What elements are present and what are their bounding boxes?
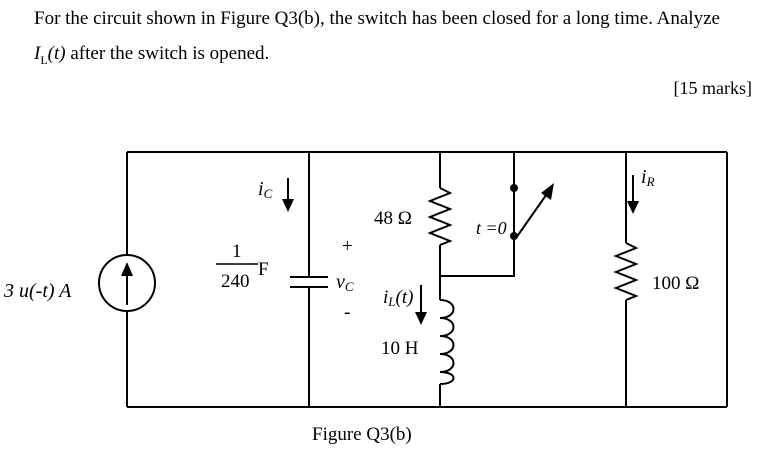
cap-numerator: 1 [232, 241, 242, 262]
r48-label: 48 Ω [374, 208, 412, 229]
cap-unit: F [258, 259, 269, 280]
marks-label: [15 marks] [673, 78, 752, 98]
switch-label: t =0 [476, 218, 507, 238]
switch-contact-top [510, 184, 518, 192]
switch-arrow-head [541, 183, 554, 200]
question-line-2-rest: after the switch is opened. [65, 43, 270, 64]
ic-arrow-head [282, 199, 294, 212]
source-label: 3 u(-t) A [3, 280, 72, 302]
r100-label: 100 Ω [652, 273, 699, 294]
switch-wire-bottom [440, 234, 515, 277]
il-subscript: L [40, 52, 48, 67]
question-line-2: IL(t) after the switch is opened. [34, 43, 269, 68]
il-label: iL(t) [383, 287, 413, 309]
inductor-coil [439, 299, 455, 385]
vc-minus: - [344, 302, 350, 323]
vc-plus: + [342, 236, 353, 257]
il-variable: I [34, 43, 41, 64]
il-argument: (t) [47, 43, 66, 64]
figure-caption: Figure Q3(b) [312, 424, 412, 445]
switch-arrow-shaft [515, 187, 552, 239]
question-line-1: For the circuit shown in Figure Q3(b), t… [34, 8, 720, 29]
il-arrow-head [415, 312, 427, 325]
ir-arrow-head [627, 201, 639, 214]
resistor-100 [613, 242, 639, 301]
source-arrow-head [121, 262, 133, 276]
cap-denominator: 240 [221, 271, 250, 292]
inductor-label: 10 H [381, 338, 419, 359]
ic-label: iC [258, 178, 273, 201]
ir-label: iR [641, 166, 655, 189]
switch-contact-bottom [510, 232, 518, 240]
vc-label: vC [336, 271, 354, 294]
resistor-48 [427, 187, 453, 246]
